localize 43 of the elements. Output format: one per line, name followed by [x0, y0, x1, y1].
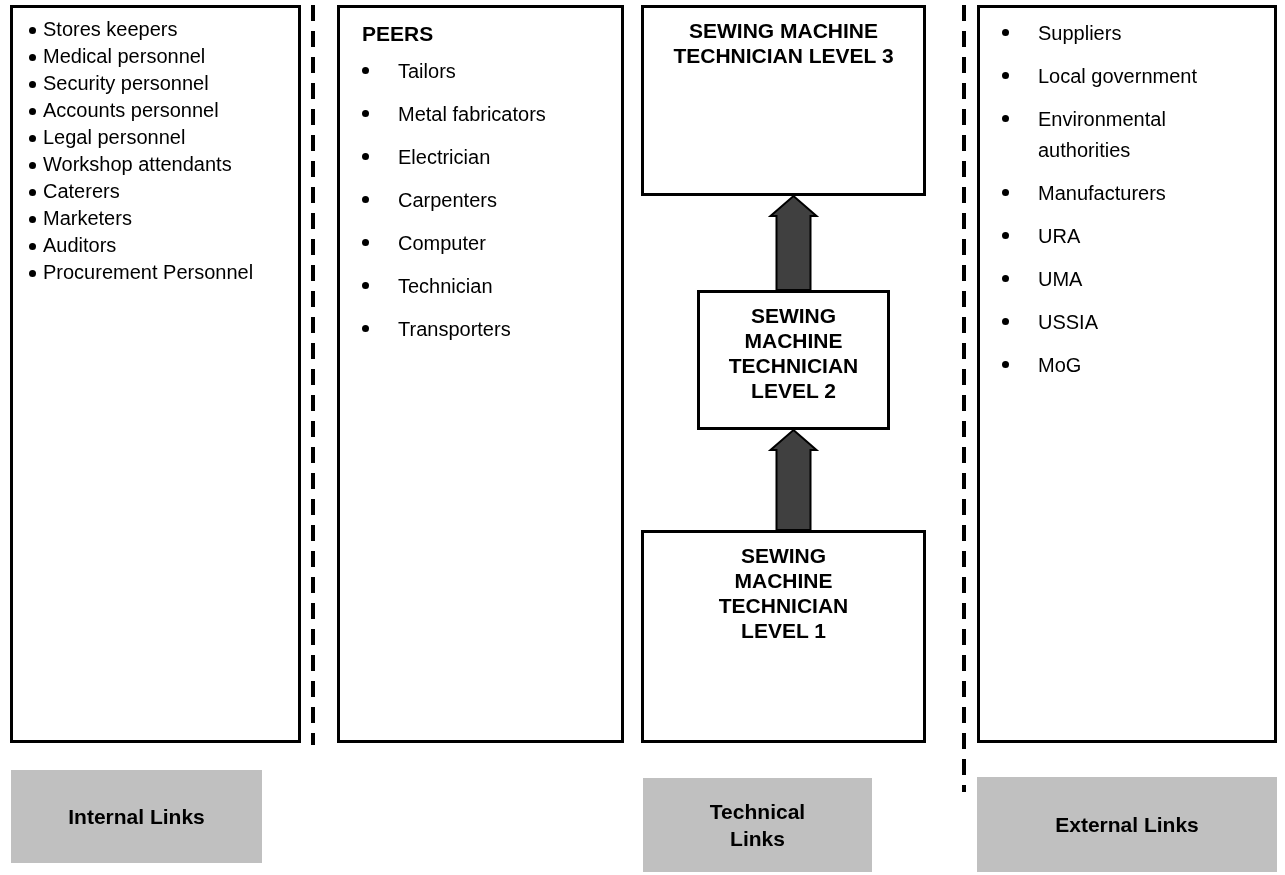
- level-title: SEWING MACHINE TECHNICIAN LEVEL 2: [727, 303, 860, 403]
- list-item: Legal personnel: [43, 125, 186, 150]
- list-item: Workshop attendants: [43, 152, 232, 177]
- list-item: Procurement Personnel: [43, 260, 254, 285]
- list-item: Tailors: [398, 58, 456, 84]
- category-label: Internal Links: [68, 804, 205, 830]
- list-item: Accounts personnel: [43, 98, 219, 123]
- list-item: USSIA: [1038, 310, 1099, 335]
- list-item: Caterers: [43, 179, 120, 204]
- list-item: Auditors: [43, 233, 117, 258]
- list-item: URA: [1038, 224, 1081, 249]
- list-item: Computer: [398, 230, 486, 256]
- list-item: Suppliers: [1038, 21, 1122, 46]
- list-item: Stores keepers: [43, 17, 178, 42]
- list-box: [977, 5, 1277, 743]
- list-item: Metal fabricators: [398, 101, 546, 127]
- list-item: Local government: [1038, 64, 1197, 89]
- list-box: [337, 5, 624, 743]
- list-item: Marketers: [43, 206, 132, 231]
- block-arrow: [767, 428, 820, 531]
- block-arrow: [767, 194, 820, 291]
- list-item: UMA: [1038, 267, 1083, 292]
- list-item: MoG: [1038, 353, 1082, 378]
- list-item: Security personnel: [43, 71, 209, 96]
- level-box: [641, 5, 926, 196]
- list-item: Transporters: [398, 316, 511, 342]
- list-item: Carpenters: [398, 187, 497, 213]
- link-category-box: [977, 777, 1277, 872]
- list-item: Medical personnel: [43, 44, 206, 69]
- list-heading: PEERS: [362, 21, 435, 47]
- link-category-box: [643, 778, 872, 872]
- list-box: [10, 5, 301, 743]
- list-item: Technician: [398, 273, 493, 299]
- level-title: SEWING MACHINE TECHNICIAN LEVEL 1: [717, 543, 850, 643]
- list-item: Electrician: [398, 144, 491, 170]
- list-item: Manufacturers: [1038, 181, 1166, 206]
- link-category-box: [11, 770, 262, 863]
- category-label: External Links: [1055, 812, 1199, 838]
- level-title: SEWING MACHINE TECHNICIAN LEVEL 3: [672, 18, 895, 68]
- category-label: Technical Links: [708, 799, 807, 852]
- level-box: [697, 290, 890, 430]
- level-box: [641, 530, 926, 743]
- list-item: Environmental authorities: [1038, 107, 1167, 163]
